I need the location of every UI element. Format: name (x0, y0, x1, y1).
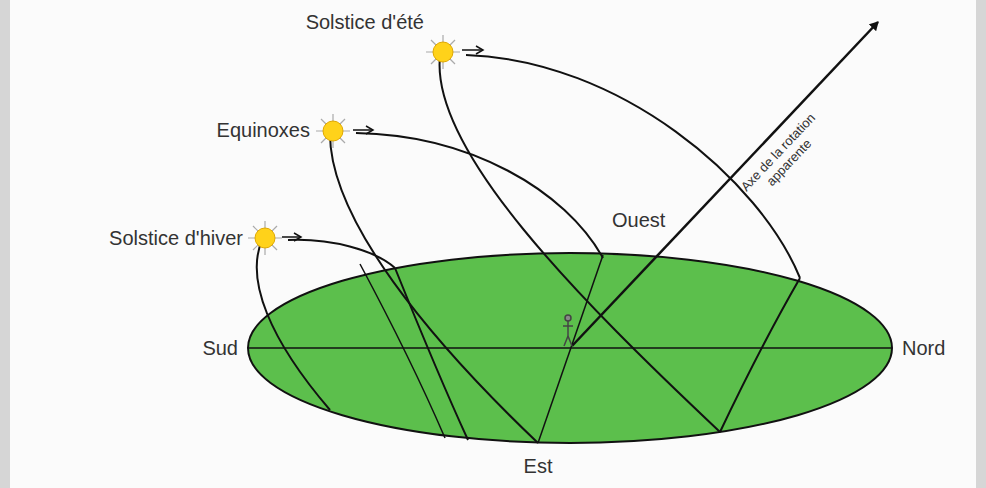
direction-label: Nord (902, 337, 945, 359)
season-label: Solstice d'hiver (109, 227, 243, 249)
season-label: Solstice d'été (306, 11, 424, 33)
direction-label: Est (524, 455, 553, 477)
direction-label: Sud (202, 337, 238, 359)
season-label: Equinoxes (217, 119, 310, 141)
direction-label: Ouest (612, 209, 665, 231)
